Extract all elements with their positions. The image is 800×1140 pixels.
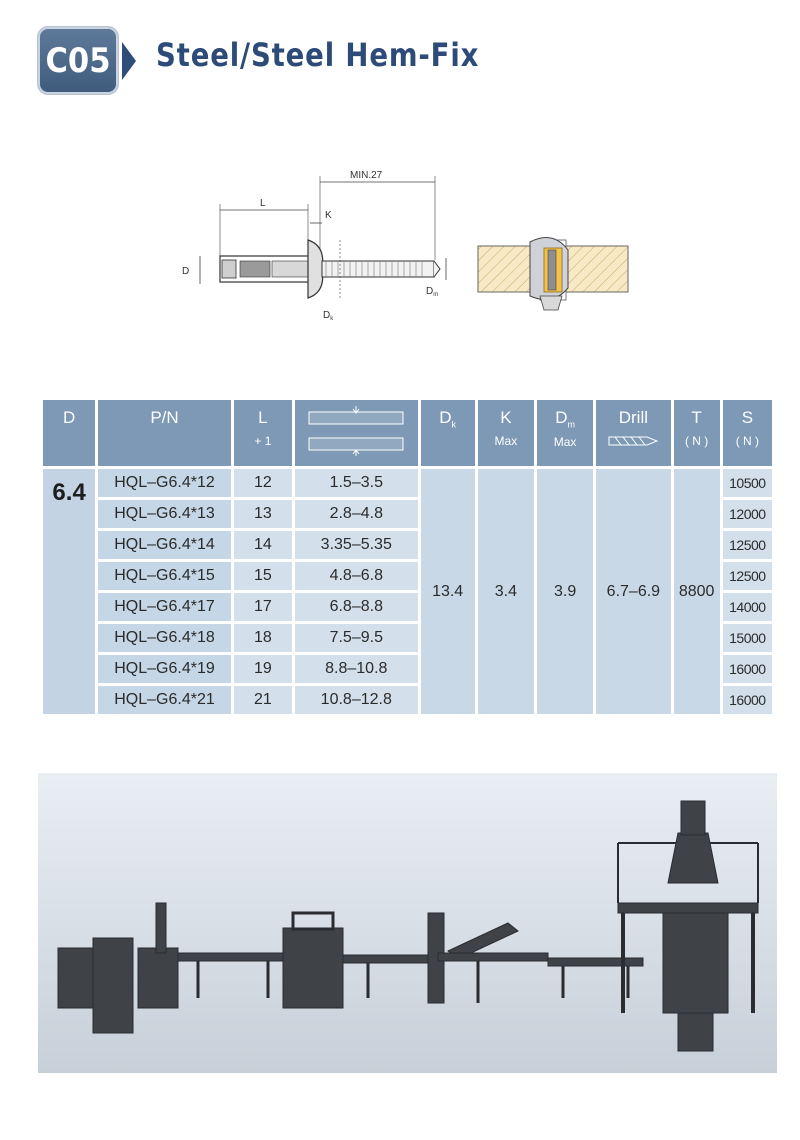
l-cell: 15 — [233, 562, 293, 590]
grip-range-icon — [308, 405, 404, 456]
head-diameter-label: Dk — [323, 310, 334, 322]
production-line-photo — [38, 773, 777, 1073]
l-cell: 18 — [233, 624, 293, 652]
header-d: D — [43, 400, 96, 466]
grip-cell: 6.8–8.8 — [295, 593, 418, 621]
grip-cell: 1.5–3.5 — [295, 469, 418, 497]
s-cell: 10500 — [722, 469, 772, 497]
drill-bit-icon — [608, 436, 659, 446]
table-row: HQL–G6.4*14 14 3.35–5.35 12500 — [43, 531, 772, 559]
grip-cell: 7.5–9.5 — [295, 624, 418, 652]
table-row: HQL–G6.4*18 18 7.5–9.5 15000 — [43, 624, 772, 652]
k-value-cell: 3.4 — [477, 469, 534, 714]
pn-cell: HQL–G6.4*13 — [98, 500, 231, 528]
table-row: HQL–G6.4*13 13 2.8–4.8 12000 — [43, 500, 772, 528]
l-cell: 13 — [233, 500, 293, 528]
pn-cell: HQL–G6.4*17 — [98, 593, 231, 621]
pn-cell: HQL–G6.4*19 — [98, 655, 231, 683]
header-pn: P/N — [98, 400, 231, 466]
s-cell: 15000 — [722, 624, 772, 652]
d-value-cell: 6.4 — [43, 469, 96, 714]
length-label: L — [260, 198, 266, 209]
page-title: Steel/Steel Hem-Fix — [156, 36, 480, 74]
dm-value-cell: 3.9 — [536, 469, 594, 714]
pn-cell: HQL–G6.4*15 — [98, 562, 231, 590]
grip-cell: 4.8–6.8 — [295, 562, 418, 590]
table-row: HQL–G6.4*19 19 8.8–10.8 16000 — [43, 655, 772, 683]
table-row: HQL–G6.4*15 15 4.8–6.8 12500 — [43, 562, 772, 590]
s-cell: 12500 — [722, 562, 772, 590]
l-cell: 17 — [233, 593, 293, 621]
section-code-badge: C05 — [38, 27, 118, 94]
chevron-right-icon — [122, 42, 136, 80]
pn-cell: HQL–G6.4*14 — [98, 531, 231, 559]
head-height-label: K — [325, 210, 332, 221]
header-t: T( N ) — [673, 400, 720, 466]
grip-cell: 8.8–10.8 — [295, 655, 418, 683]
header-s: S( N ) — [722, 400, 772, 466]
mandrel-diameter-label: Dm — [426, 286, 438, 298]
grip-cell: 10.8–12.8 — [295, 686, 418, 714]
pn-cell: HQL–G6.4*12 — [98, 469, 231, 497]
l-cell: 12 — [233, 469, 293, 497]
table-row: HQL–G6.4*21 21 10.8–12.8 16000 — [43, 686, 772, 714]
header-drill: Drill — [596, 400, 671, 466]
l-cell: 19 — [233, 655, 293, 683]
s-cell: 16000 — [722, 686, 772, 714]
s-cell: 12000 — [722, 500, 772, 528]
table-row: HQL–G6.4*17 17 6.8–8.8 14000 — [43, 593, 772, 621]
min-length-label: MIN.27 — [350, 170, 383, 181]
dk-value-cell: 13.4 — [420, 469, 475, 714]
grip-cell: 3.35–5.35 — [295, 531, 418, 559]
pn-cell: HQL–G6.4*18 — [98, 624, 231, 652]
rivet-diagram: MIN.27 L K D Dm Dk — [182, 170, 629, 322]
drill-value-cell: 6.7–6.9 — [596, 469, 671, 714]
diameter-label: D — [182, 266, 189, 277]
l-cell: 14 — [233, 531, 293, 559]
pn-cell: HQL–G6.4*21 — [98, 686, 231, 714]
l-cell: 21 — [233, 686, 293, 714]
s-cell: 16000 — [722, 655, 772, 683]
t-value-cell: 8800 — [673, 469, 720, 714]
table-row: 6.4 HQL–G6.4*12 12 1.5–3.5 13.4 3.4 3.9 … — [43, 469, 772, 714]
grip-cell: 2.8–4.8 — [295, 500, 418, 528]
header-dk: Dk — [420, 400, 475, 466]
s-cell: 12500 — [722, 531, 772, 559]
header-grip-range — [295, 400, 418, 466]
s-cell: 14000 — [722, 593, 772, 621]
header-l: L+ 1 — [233, 400, 293, 466]
